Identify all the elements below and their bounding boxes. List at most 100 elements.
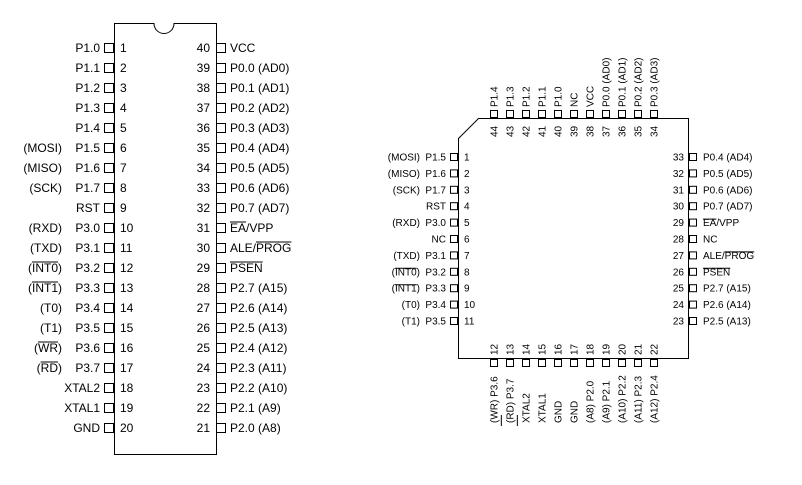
dip-pin-38-label: P0.1 (AD1) [230,81,289,95]
plcc-pin-2-number: 2 [464,169,470,180]
dip-pin-9-name: RST [76,201,101,215]
plcc-pin-14-number: 14 [522,343,533,355]
dip-pin-20-number: 20 [120,421,134,435]
plcc-pin-1-name: P1.5 [425,153,446,164]
plcc-pin-18-number: 18 [586,343,597,355]
plcc-pin-17-box [570,359,578,367]
dip-pin-18-name: XTAL2 [64,381,100,395]
dip-pin-32-label: P0.7 (AD7) [230,201,289,215]
dip-pin-35-box [216,143,226,153]
plcc-pin-14-box [522,359,530,367]
dip-pin-15-number: 15 [120,321,134,335]
plcc-pin-7-name: P3.1 [425,251,446,262]
dip-pin-16-number: 16 [120,341,134,355]
plcc-pin-3-name: P1.7 [425,185,446,196]
plcc-pin-16-label: GND [554,401,565,423]
dip-pin-16-function: (WR) [34,341,62,355]
dip-pin-10-number: 10 [120,221,134,235]
plcc-pin-4-box [450,202,458,211]
dip-pin-14-function: (T0) [40,301,62,315]
dip-pin-37-label: P0.2 (AD2) [230,101,289,115]
dip-pin-26-box [216,323,226,333]
plcc-pin-6-number: 6 [464,235,470,246]
plcc-pin-16-box [554,359,562,367]
dip-pin-19-name: XTAL1 [64,401,100,415]
dip-pin-4-number: 4 [120,101,127,115]
dip-pin-34-box [216,163,226,173]
plcc-pin-18-box [586,359,594,367]
plcc-pin-17-number: 17 [570,343,581,355]
dip-pin-17-box [104,363,114,373]
dip-pin-17-function: (RD) [37,361,62,375]
dip-pin-13-number: 13 [120,281,134,295]
plcc-pin-35-box [634,110,642,118]
plcc-pin-2-box [450,169,458,178]
plcc-pin-42-box [522,110,530,118]
plcc-pin-19-box [602,359,610,367]
dip-pin-35-number: 35 [197,141,211,155]
dip-pin-24-label: P2.3 (A11) [230,361,286,375]
dip-pin-28-number: 28 [197,281,211,295]
plcc-pin-10-box [450,300,458,309]
plcc-pin-15-label: XTAL1 [538,393,549,423]
plcc-pin-31-number: 31 [673,185,685,196]
dip-pin-4-box [104,103,114,113]
plcc-pin-5-number: 5 [464,218,470,229]
dip-pin-21-box [216,423,226,433]
plcc-pin-44-label: P1.4 [490,86,501,107]
plcc-pin-37-box [602,110,610,118]
plcc-pin-9-name: P3.3 [425,284,446,295]
dip-pin-38-number: 38 [197,81,211,95]
dip-pin-24-number: 24 [197,361,211,375]
plcc-pin-12-box [490,359,498,367]
plcc-pin-32-number: 32 [673,169,685,180]
plcc-pin-28-number: 28 [673,235,685,246]
dip-pin-33-box [216,183,226,193]
plcc-pin-2-name: P1.6 [425,169,446,180]
plcc-pin-33-label: P0.4 (AD4) [703,153,752,164]
plcc-pin-43-label: P1.3 [506,86,517,107]
plcc-pin-35-number: 35 [634,125,645,137]
plcc-pin-12-number: 12 [490,343,501,355]
plcc-pin-39-label: NC [570,93,581,107]
plcc-pin-6-name: NC [432,235,446,246]
dip-pin-7-name: P1.6 [75,161,100,175]
dip-pin-31-label: EA/VPP [230,221,273,235]
plcc-pin-13-box [506,359,514,367]
dip-pin-15-box [104,323,114,333]
plcc-pin-2-function: (MISO) [388,169,420,180]
plcc-pin-21-box [634,359,642,367]
dip-pin-27-box [216,303,226,313]
plcc-pin-21-label: (A11) P2.3 [634,376,645,423]
dip-pin-30-number: 30 [197,241,211,255]
plcc-pin-26-label: PSEN [703,267,730,278]
dip-pin-12-box [104,263,114,273]
plcc-pin-28-box [689,235,697,243]
plcc-pin-23-label: P2.5 (A13) [703,317,751,328]
plcc-pin-21-number: 21 [634,343,645,355]
plcc-pin-11-box [450,317,458,325]
plcc-pin-27-label: ALE/PROG [703,251,754,262]
dip-pin-3-name: P1.2 [75,81,100,95]
plcc-pin-44-number: 44 [490,125,501,137]
plcc-pin-8-number: 8 [464,267,470,278]
dip-pin-14-number: 14 [120,301,134,315]
plcc-pin-30-label: P0.7 (AD7) [703,202,752,213]
plcc-pin-15-number: 15 [538,343,549,355]
dip-pin-20-name: GND [73,421,100,435]
plcc-pin-31-box [689,185,697,194]
dip-pin-7-function: (MISO) [23,161,62,175]
dip-pin-33-number: 33 [197,181,211,195]
plcc-pin-28-label: NC [703,235,717,246]
plcc-pin-22-number: 22 [650,343,661,355]
plcc-pin-8-name: P3.2 [425,267,446,278]
dip-pin-39-number: 39 [197,61,211,75]
dip-pin-29-label: PSEN [230,261,263,275]
dip-pin-40-label: VCC [230,41,256,55]
dip-pin-39-box [216,63,226,73]
plcc-pin-24-box [689,300,697,309]
plcc-pin-4-number: 4 [464,202,470,213]
dip-pin-6-number: 6 [120,141,127,155]
plcc-pin-13-label: (RD) P3.7 [506,378,517,423]
plcc-pin-19-label: (A9) P2.1 [602,380,613,423]
